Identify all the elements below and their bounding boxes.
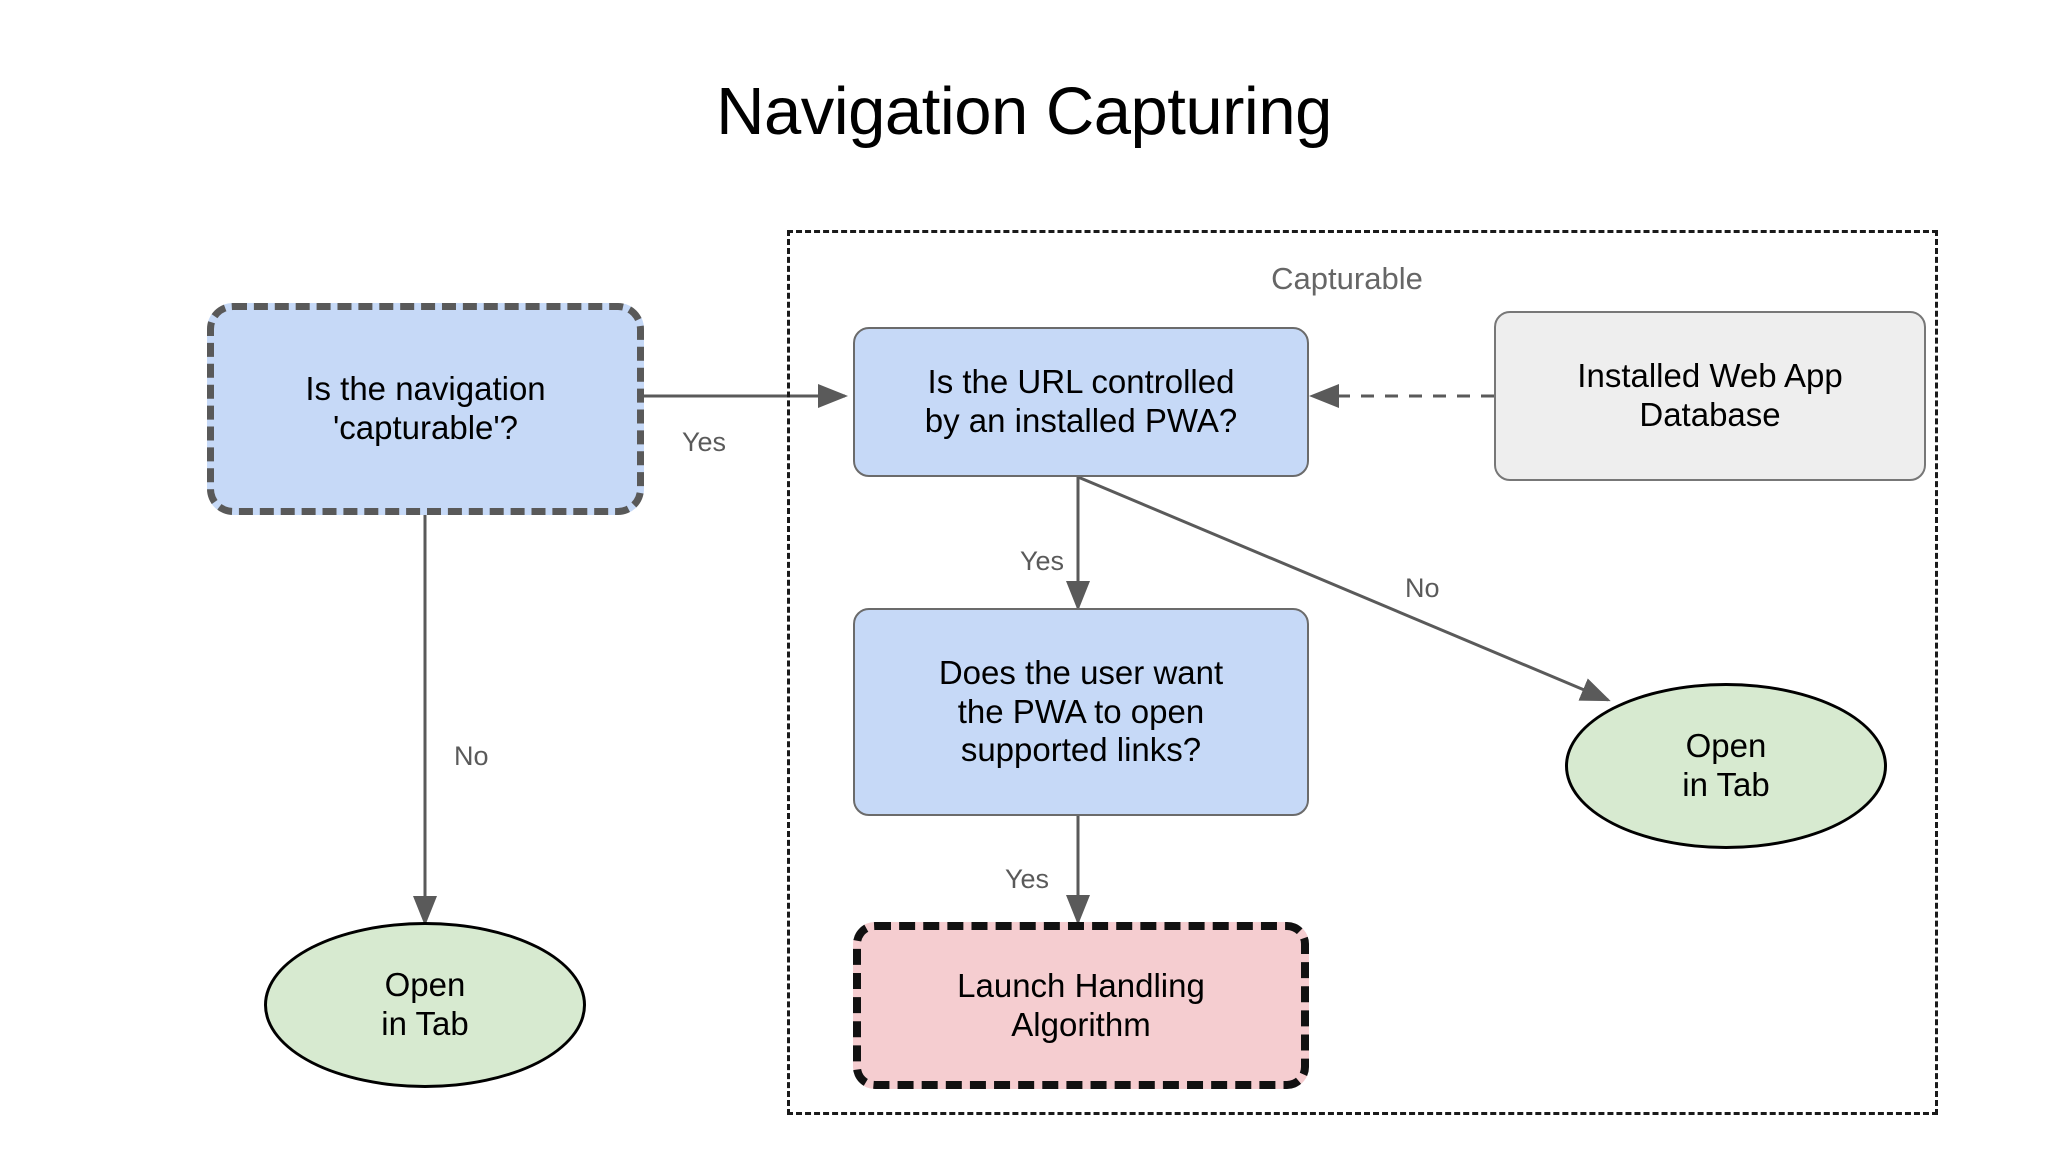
edge-label-url-yes: Yes: [1020, 546, 1065, 576]
node-web-app-database[interactable]: Installed Web App Database: [1494, 311, 1926, 481]
node-launch-handling[interactable]: Launch Handling Algorithm: [853, 922, 1309, 1089]
group-capturable-label: Capturable: [1271, 261, 1423, 296]
group-capturable: [787, 230, 1938, 1115]
page-title: Navigation Capturing: [716, 74, 1332, 149]
edge-label-capturable-yes: Yes: [682, 427, 727, 457]
node-is-capturable[interactable]: Is the navigation 'capturable'?: [207, 303, 644, 515]
edge-label-capturable-no: No: [454, 741, 489, 771]
edge-label-user-want-yes: Yes: [1005, 864, 1050, 894]
node-open-in-tab-right[interactable]: Open in Tab: [1565, 683, 1887, 849]
edge-label-url-no: No: [1405, 573, 1440, 603]
node-open-in-tab-left[interactable]: Open in Tab: [264, 922, 586, 1088]
node-url-controlled[interactable]: Is the URL controlled by an installed PW…: [853, 327, 1309, 477]
node-user-want-open[interactable]: Does the user want the PWA to open suppo…: [853, 608, 1309, 816]
